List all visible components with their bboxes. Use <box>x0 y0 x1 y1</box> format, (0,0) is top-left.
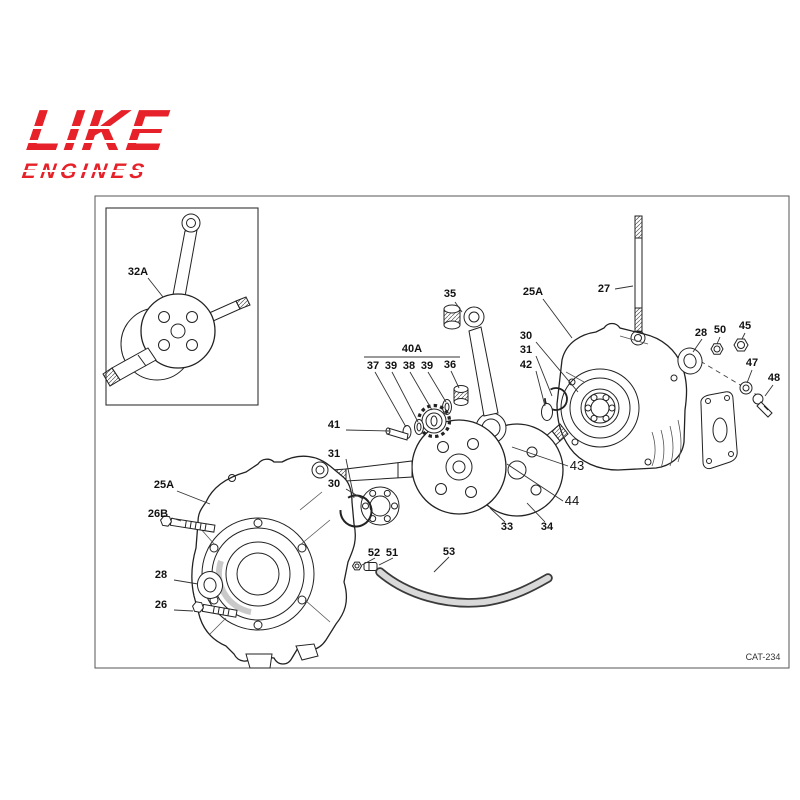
part-label-44: 44 <box>565 493 579 508</box>
part-label-31-right: 31 <box>520 344 532 356</box>
nut-50 <box>710 343 724 355</box>
bolt-26B <box>159 515 216 533</box>
circlip-31-left <box>339 494 373 528</box>
bolt-26 <box>192 601 238 618</box>
needle-cage-36 <box>453 385 469 406</box>
ball-bearing-30-left <box>360 486 400 526</box>
part-label-25A-left: 25A <box>154 479 174 491</box>
catalog-reference: CAT-234 <box>746 652 781 662</box>
crank-web-33 <box>411 419 507 515</box>
part-label-27: 27 <box>598 283 610 295</box>
part-labels: 35 25A 27 28 50 45 30 31 42 47 48 40A 37… <box>148 283 780 611</box>
washer-39a <box>414 419 424 435</box>
part-label-30-right: 30 <box>520 330 532 342</box>
part-label-48: 48 <box>768 372 780 384</box>
screw-48 <box>752 393 773 418</box>
leader-lines <box>171 285 774 612</box>
oil-seal-28-left <box>196 571 224 599</box>
connecting-rod <box>463 306 507 444</box>
right-crankcase <box>556 215 688 471</box>
needle-bearing-35 <box>443 304 461 330</box>
part-label-37: 37 <box>367 360 379 372</box>
part-label-33: 33 <box>501 521 513 533</box>
part-label-26: 26 <box>155 599 167 611</box>
part-label-39a: 39 <box>385 360 397 372</box>
part-label-47: 47 <box>746 357 758 369</box>
part-label-28-right: 28 <box>695 327 707 339</box>
part-label-32A: 32A <box>128 266 148 278</box>
part-label-41: 41 <box>328 419 340 431</box>
hose-53-highlight <box>377 569 551 606</box>
washer-47 <box>739 381 753 395</box>
stud-27 <box>634 215 643 333</box>
part-label-53: 53 <box>443 546 455 558</box>
fasteners-right <box>677 338 773 418</box>
crankshaft-assembly <box>331 304 569 517</box>
part-label-31-left: 31 <box>328 448 340 460</box>
part-label-51: 51 <box>386 547 398 559</box>
part-label-43: 43 <box>570 458 584 473</box>
part-label-26B: 26B <box>148 508 168 520</box>
part-label-50: 50 <box>714 324 726 336</box>
banjo-fitting-52 <box>351 561 363 571</box>
part-label-28-left: 28 <box>155 569 167 581</box>
leader-32A <box>147 277 164 298</box>
part-label-38: 38 <box>403 360 415 372</box>
bearing-group-left <box>339 486 400 528</box>
part-label-35: 35 <box>444 288 456 300</box>
part-label-36: 36 <box>444 359 456 371</box>
part-label-45: 45 <box>739 320 751 332</box>
gasket-plate <box>700 391 738 470</box>
right-case-body <box>556 322 688 471</box>
part-label-40A: 40A <box>402 343 422 355</box>
inset-crankshaft-drawing <box>102 213 251 387</box>
part-label-52: 52 <box>368 547 380 559</box>
hose-nipple-51 <box>363 562 378 571</box>
part-label-39b: 39 <box>421 360 433 372</box>
part-label-30-left: 30 <box>328 478 340 490</box>
shim-42 <box>541 403 553 421</box>
fasteners-left <box>159 515 238 618</box>
nut-45 <box>733 338 749 352</box>
part-label-42: 42 <box>520 359 532 371</box>
hose-group <box>351 561 553 608</box>
bearing-30-right <box>584 392 616 424</box>
oil-seal-28-right <box>677 347 703 375</box>
inset-crankshaft-box: 32A <box>102 207 259 406</box>
part-label-25A-right: 25A <box>523 286 543 298</box>
part-label-34: 34 <box>541 521 554 533</box>
